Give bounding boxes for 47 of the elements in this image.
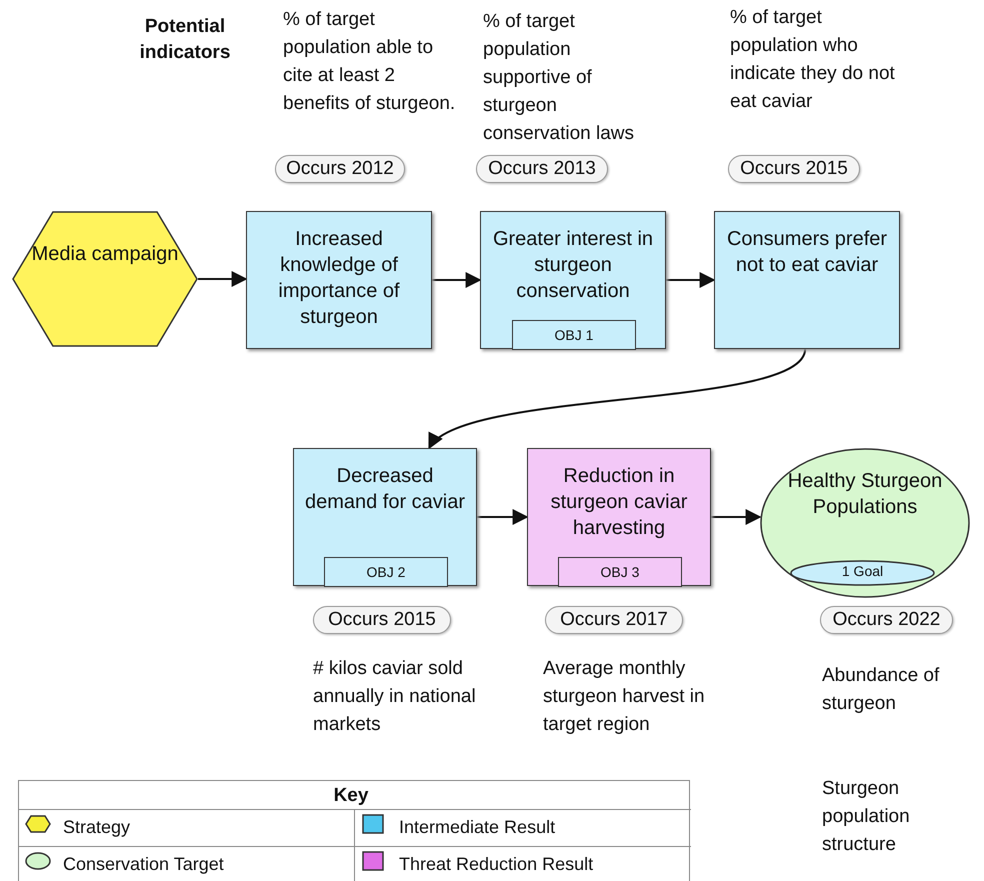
date-tag: Occurs 2015	[313, 606, 451, 634]
node-label: Increased knowledge of importance of sturgeon	[277, 227, 401, 330]
arrow	[198, 271, 248, 287]
tag-label: OBJ 3	[600, 563, 640, 581]
legend-label: Intermediate Result	[399, 817, 556, 838]
date-tag: Occurs 2017	[545, 606, 683, 634]
objective-tag	[324, 557, 448, 587]
objective-tag	[558, 557, 682, 587]
date-tag: Occurs 2015	[728, 155, 860, 183]
goal-ellipse	[790, 560, 935, 586]
node-label: Media campaign	[30, 242, 180, 267]
legend-label: Strategy	[63, 817, 130, 838]
indicator-text: # kilos caviar sold annually in national markets	[313, 657, 477, 737]
date-tag: Occurs 2013	[476, 155, 608, 183]
result-box	[293, 448, 477, 586]
result-box	[714, 211, 900, 349]
strategy-hexagon	[12, 211, 198, 347]
indicator-text: Average monthly sturgeon harvest in target region	[543, 657, 706, 737]
legend-title: Key	[332, 784, 370, 808]
indicator-text: % of target population able to cite at least 2 benefits of sturgeon.	[283, 8, 456, 116]
tag-label: 1 Goal	[842, 562, 884, 580]
arrow	[432, 272, 482, 288]
result-box	[527, 448, 711, 586]
node-label: Greater interest in sturgeon conservation	[492, 227, 654, 304]
node-label: Consumers prefer not to eat caviar	[726, 227, 888, 278]
arrow	[711, 509, 762, 525]
tag-label: OBJ 2	[366, 563, 406, 581]
result-box	[480, 211, 666, 349]
arrow	[428, 348, 806, 450]
objective-tag	[512, 320, 636, 350]
indicator-text: Abundance of sturgeon	[822, 664, 940, 716]
result-box	[246, 211, 432, 349]
tag-label: OBJ 1	[554, 326, 594, 344]
target-ellipse	[760, 448, 970, 598]
indicator-text: % of target population who indicate they do not eat caviar	[730, 6, 896, 114]
indicator-text: % of target population supportive of sturgeon conservation laws	[483, 10, 636, 146]
node-label: Healthy Sturgeon Populations	[786, 469, 944, 520]
arrow	[477, 509, 529, 525]
legend-label: Conservation Target	[63, 854, 224, 875]
node-label: Decreased demand for caviar	[304, 464, 466, 515]
arrow	[666, 272, 716, 288]
section-heading: Potential indicators	[138, 15, 232, 65]
node-label: Reduction in sturgeon caviar harvesting	[550, 464, 688, 541]
indicator-text: Sturgeon population structure	[822, 777, 911, 857]
date-tag: Occurs 2022	[820, 606, 953, 634]
legend-label: Threat Reduction Result	[399, 854, 594, 875]
date-tag: Occurs 2012	[275, 155, 405, 183]
